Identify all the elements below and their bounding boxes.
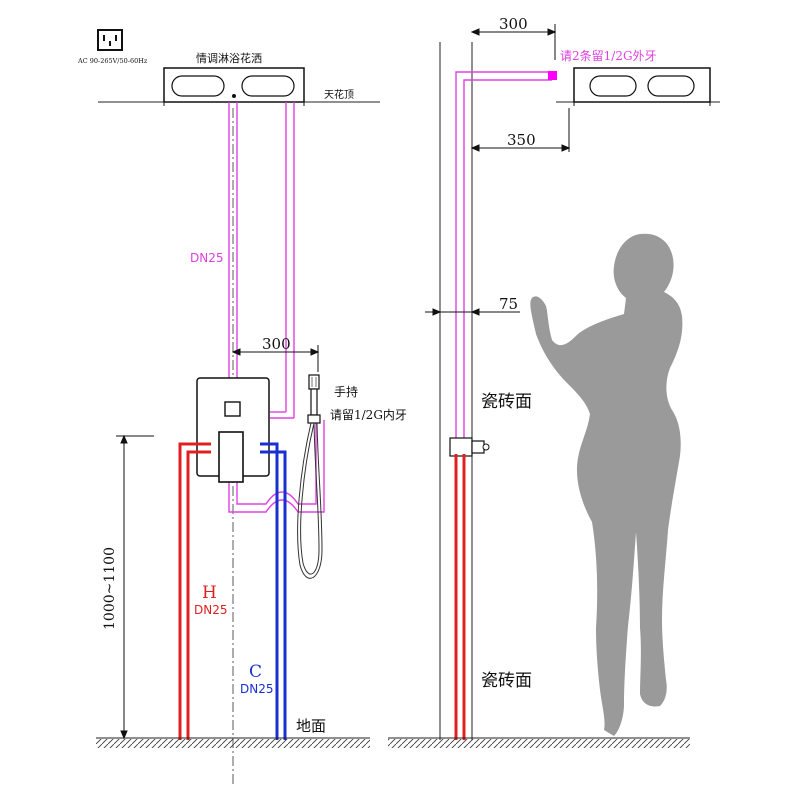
mixing-valve-side	[449, 437, 490, 457]
dimension-75	[425, 308, 520, 316]
dimension-300-side-value: 300	[499, 15, 528, 33]
floor-label: 地面	[296, 717, 326, 735]
pipe-size-label-front: DN25	[190, 251, 224, 265]
cold-size: DN25	[240, 682, 274, 696]
power-spec: AC 90-265V/50-60Hz	[77, 57, 148, 65]
handheld-shower	[297, 374, 323, 579]
mixed-water-pipe-side	[455, 71, 552, 440]
hot-water-pipe-side	[454, 454, 466, 740]
tile-label-lower: 瓷砖面	[481, 671, 532, 691]
tile-label-upper: 瓷砖面	[481, 392, 532, 412]
hot-water-pipe	[178, 442, 211, 740]
cold-water-pipe	[260, 442, 287, 740]
handheld-note: 请留1/2G内牙	[330, 408, 407, 422]
floor-front	[96, 737, 370, 748]
shower-head-front	[163, 67, 305, 106]
shower-head-title: 情调淋浴花洒	[196, 52, 262, 65]
outlet-marker	[548, 71, 557, 80]
human-figure	[530, 233, 683, 737]
power-socket-icon	[97, 29, 123, 51]
outlet-note: 请2条留1/2G外牙	[560, 49, 657, 63]
height-range-label: 1000~1100	[102, 547, 118, 630]
dimension-300-front	[231, 345, 320, 372]
floor-side	[388, 737, 690, 748]
shower-head-side	[573, 67, 711, 106]
mixing-valve	[196, 377, 270, 483]
dimension-350-value: 350	[507, 131, 536, 149]
handheld-label: 手持	[334, 384, 358, 399]
dimension-75-value: 75	[499, 295, 518, 313]
height-dimension	[116, 434, 154, 740]
hot-size: DN25	[194, 603, 228, 617]
hot-letter: H	[202, 583, 217, 603]
dimension-300-side	[470, 24, 557, 60]
cold-letter: C	[249, 662, 262, 682]
dimension-350	[470, 108, 571, 152]
ceiling-label: 天花顶	[324, 88, 354, 101]
dimension-300-front-value: 300	[262, 335, 291, 353]
